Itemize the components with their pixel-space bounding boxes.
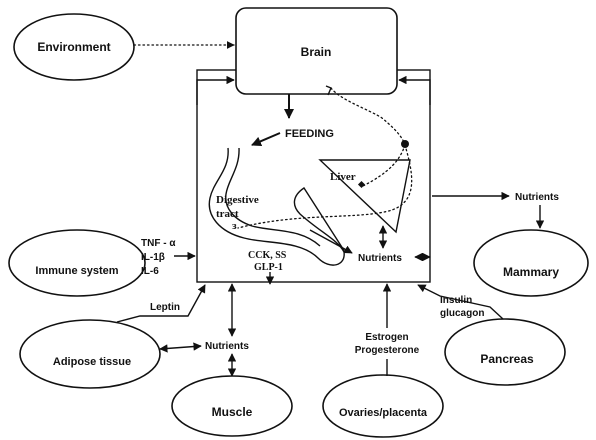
ovaries-placenta-ellipse xyxy=(322,374,444,438)
il6-label: IL-6 xyxy=(141,266,159,277)
leptin-arrow xyxy=(116,284,206,323)
il1-label: IL-1β xyxy=(141,252,165,263)
muscle-label: Muscle xyxy=(212,405,253,419)
brain-box xyxy=(235,7,398,95)
adipose-tissue-ellipse xyxy=(19,319,161,389)
liver-label: Liver xyxy=(330,171,356,183)
feeding-arrow xyxy=(251,132,281,147)
environment-ellipse xyxy=(13,13,135,81)
brain-body-left-arrow xyxy=(196,75,235,105)
brain-body-right-arrow xyxy=(398,75,431,105)
immune-system-label: Immune system xyxy=(35,265,118,277)
feeding-label: FEEDING xyxy=(285,128,334,140)
mammary-ellipse xyxy=(473,229,589,297)
vagal-pathway xyxy=(330,87,406,146)
adipose-tissue-label: Adipose tissue xyxy=(53,356,131,368)
digestive-label-2: tract xyxy=(216,208,239,220)
glucagon-label: glucagon xyxy=(440,308,484,319)
digestive-label-1: Digestive xyxy=(216,194,259,206)
brain-label: Brain xyxy=(301,45,332,59)
nutrients-right-label: Nutrients xyxy=(515,192,559,203)
leptin-label: Leptin xyxy=(150,302,180,313)
liver-triangle xyxy=(318,159,411,234)
immune-system-ellipse xyxy=(8,229,146,297)
brain-pathway-end xyxy=(325,85,332,96)
progesterone-label: Progesterone xyxy=(355,345,420,356)
digestive-tract-outer xyxy=(208,147,346,266)
environment-label: Environment xyxy=(37,40,110,54)
liver-pathway xyxy=(362,144,406,187)
ovaries-placenta-label: Ovaries/placenta xyxy=(339,407,428,419)
glp1-label: GLP-1 xyxy=(254,262,283,273)
pathway-node xyxy=(401,140,409,148)
pancreas-label: Pancreas xyxy=(480,352,534,366)
nutrients-inner-label: Nutrients xyxy=(358,253,402,264)
estrogen-label: Estrogen xyxy=(365,332,408,343)
nutrients-left-label: Nutrients xyxy=(205,341,249,352)
cck-ss-label: CCK, SS xyxy=(248,250,287,261)
gut-nutrients-arrow xyxy=(309,229,353,254)
muscle-ellipse xyxy=(171,375,293,437)
insulin-arrow xyxy=(417,284,504,320)
sensor-mark: ɜ xyxy=(232,220,237,232)
insulin-label: Insulin xyxy=(440,295,472,306)
pancreas-ellipse xyxy=(444,318,566,386)
tnf-label: TNF - α xyxy=(141,238,176,249)
mammary-label: Mammary xyxy=(503,265,559,279)
adipose-nutrients-arrow xyxy=(159,342,202,353)
liver-node xyxy=(357,180,366,189)
digestive-tract-inner xyxy=(225,147,321,247)
gut-pathway xyxy=(237,144,413,229)
